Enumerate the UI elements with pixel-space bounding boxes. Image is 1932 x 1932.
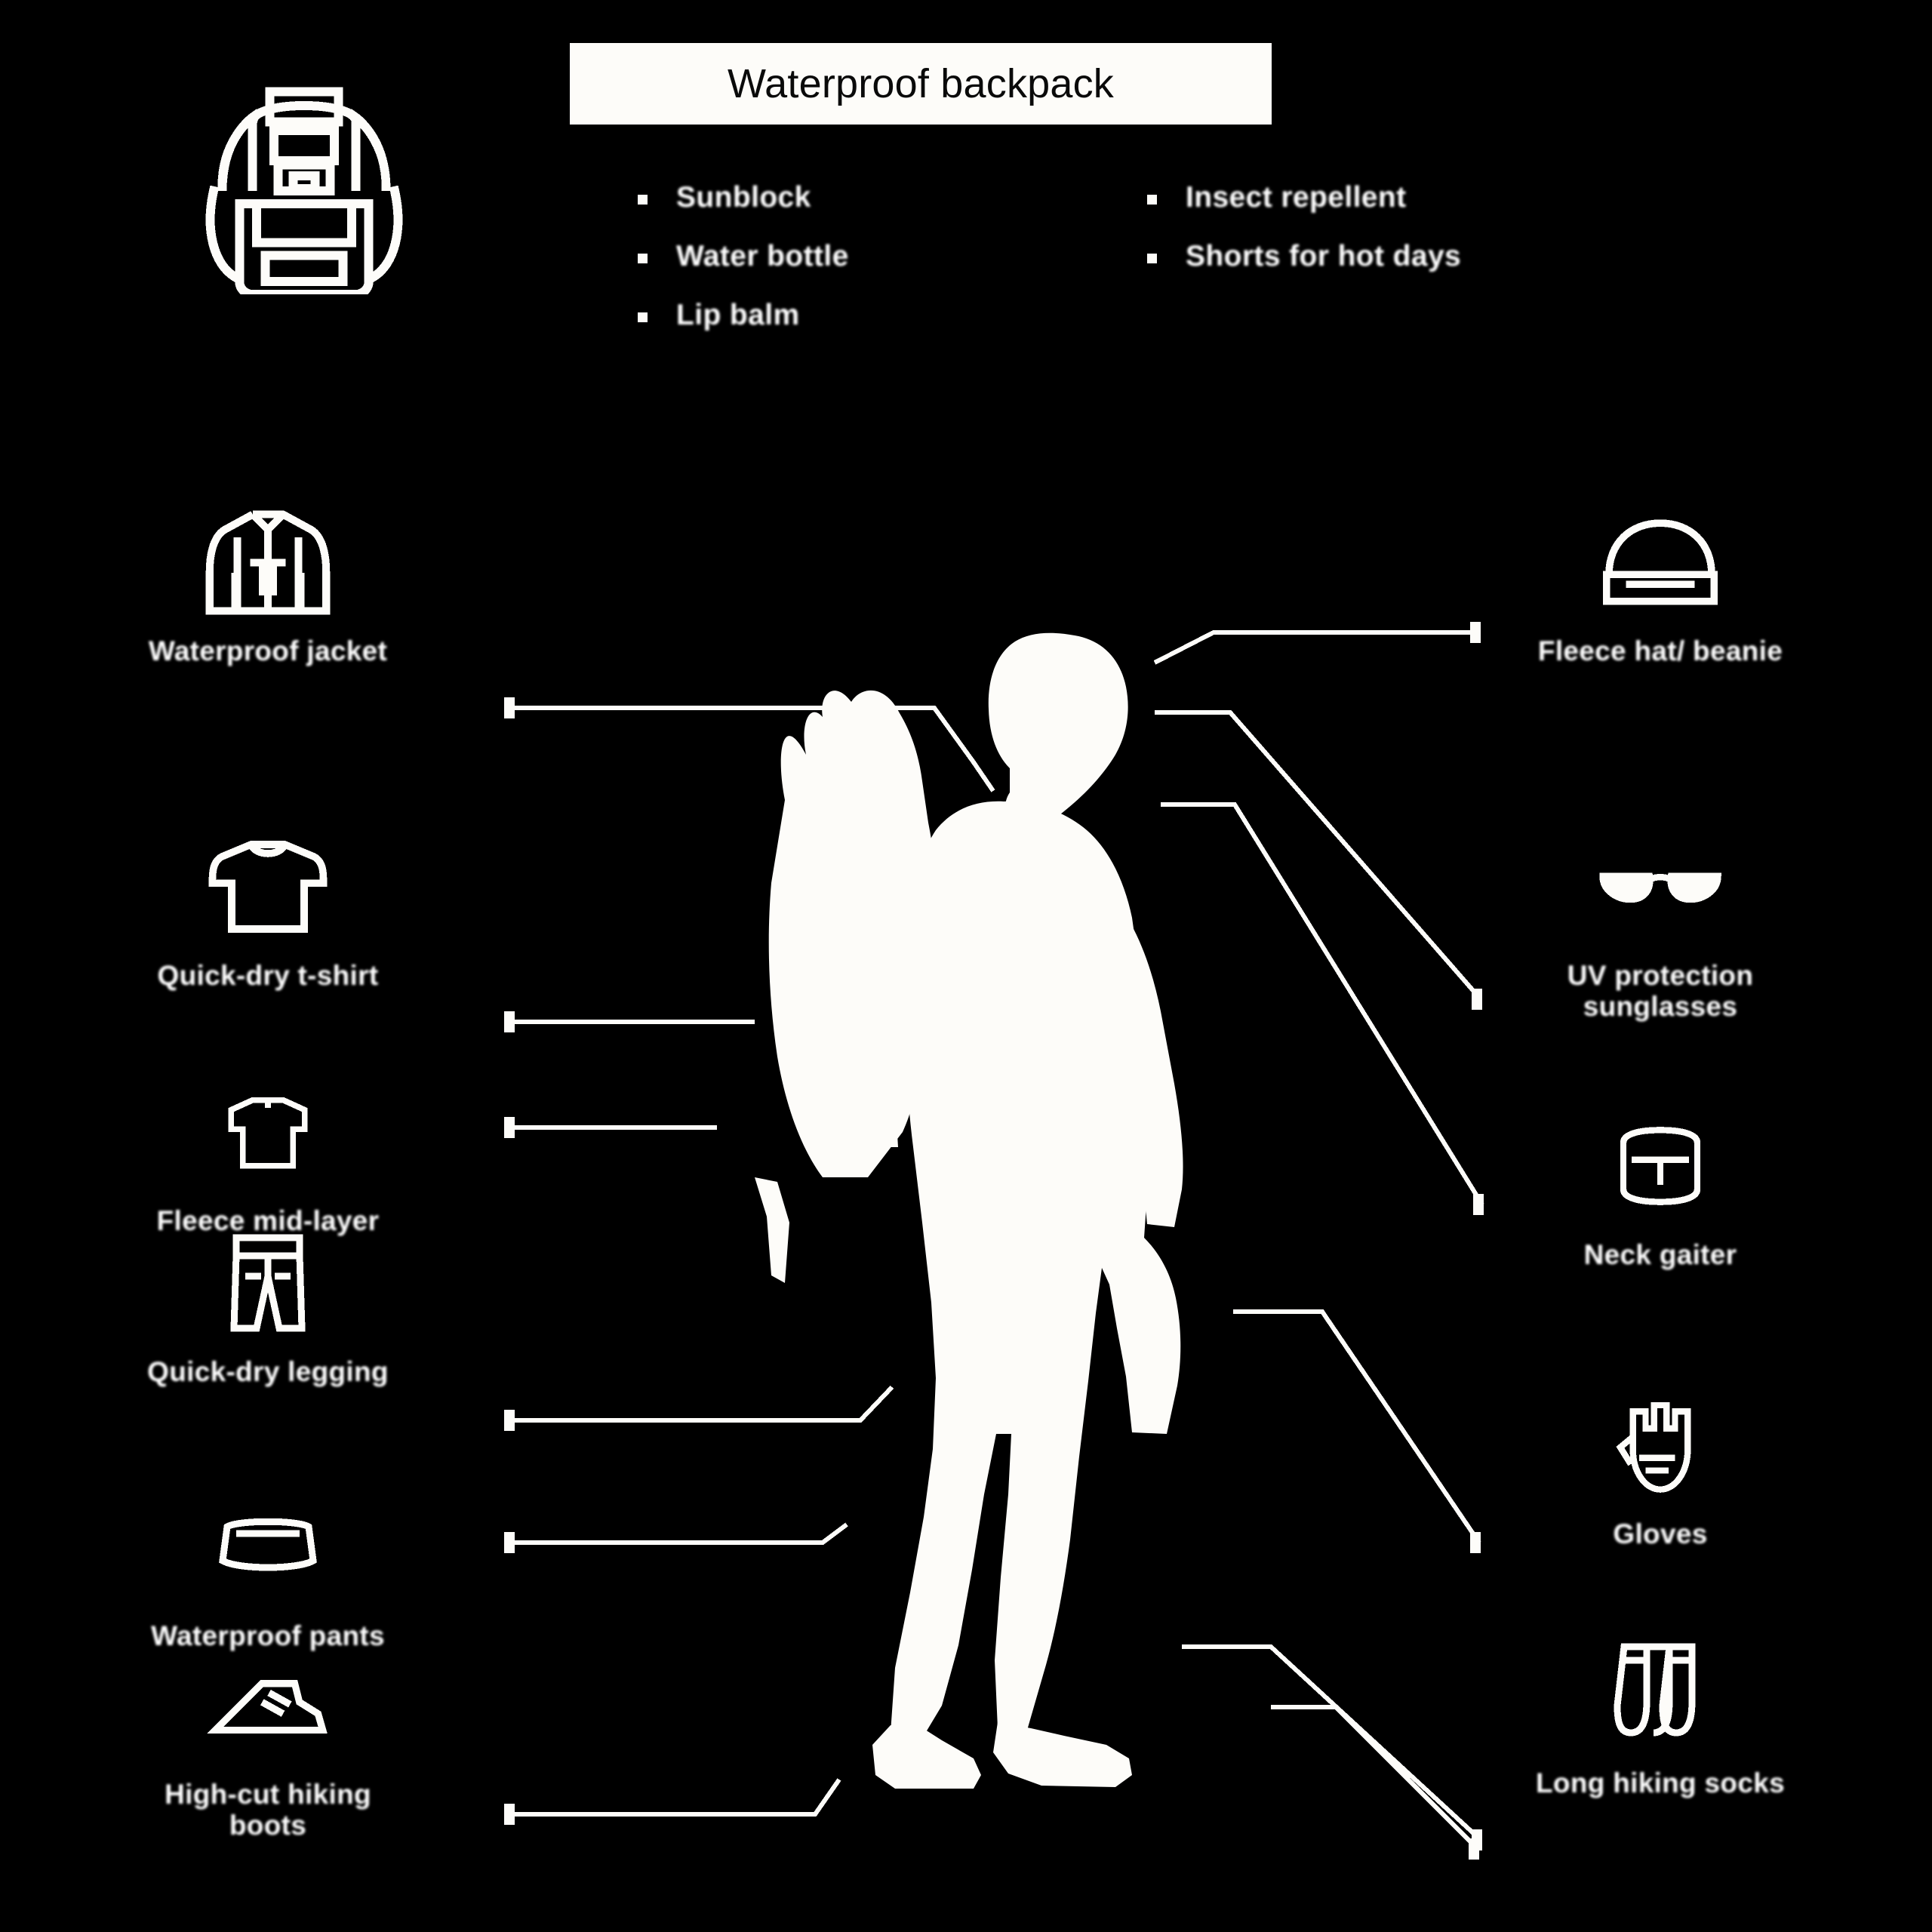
page-title: Waterproof backpack [570,43,1272,125]
list-item-label: Lip balm [676,299,800,331]
checklist-left-column: Sunblock Water bottle Lip balm [638,181,849,332]
beanie-icon [1596,498,1724,626]
bullet-dot-icon [638,195,648,205]
sunglasses-icon [1596,823,1724,951]
item-uv-protection-sunglasses: UV protection sunglasses [1536,823,1785,1023]
tshirt-icon [204,823,332,951]
list-item: Shorts for hot days [1147,240,1461,273]
item-label: UV protection sunglasses [1567,960,1754,1023]
item-label: High-cut hiking boots [165,1779,371,1841]
neck-gaiter-icon [1596,1102,1724,1230]
backpack-icon [195,53,414,299]
legging-icon [204,1219,332,1347]
midlayer-icon [204,1068,332,1196]
item-quick-dry-tshirt: Quick-dry t-shirt [143,823,392,991]
item-label: Quick-dry t-shirt [157,960,379,991]
list-item-label: Insect repellent [1186,181,1407,214]
list-item: Lip balm [638,299,849,332]
item-fleece-mid-layer: Fleece mid-layer [143,1068,392,1236]
item-long-hiking-socks: Long hiking socks [1536,1630,1785,1798]
list-item: Insect repellent [1147,181,1461,214]
list-item-label: Sunblock [676,181,811,214]
jacket-icon [204,498,332,626]
item-neck-gaiter: Neck gaiter [1536,1102,1785,1270]
item-quick-dry-legging: Quick-dry legging [143,1219,392,1387]
page-title-text: Waterproof backpack [727,61,1115,106]
item-label: Neck gaiter [1583,1239,1737,1270]
item-gloves: Gloves [1536,1381,1785,1549]
pants-icon [204,1483,332,1611]
item-waterproof-pants: Waterproof pants [143,1483,392,1651]
bullet-dot-icon [638,312,648,322]
item-waterproof-jacket: Waterproof jacket [143,498,392,666]
checklist-right-column: Insect repellent Shorts for hot days [1147,181,1461,273]
bullet-dot-icon [1147,254,1157,263]
item-label: Long hiking socks [1536,1767,1785,1798]
bullet-dot-icon [1147,195,1157,205]
list-item: Water bottle [638,240,849,273]
gloves-icon [1596,1381,1724,1509]
item-label: Fleece mid-layer [156,1205,380,1236]
boot-icon [204,1641,332,1770]
item-label: Fleece hat/ beanie [1537,635,1783,666]
list-item-label: Shorts for hot days [1186,240,1462,272]
item-fleece-hat-beanie: Fleece hat/ beanie [1536,498,1785,666]
item-high-cut-hiking-boots: High-cut hiking boots [143,1641,392,1841]
item-label: Waterproof jacket [148,635,388,666]
item-label: Quick-dry legging [147,1356,389,1387]
socks-icon [1596,1630,1724,1758]
list-item-label: Water bottle [676,240,849,272]
item-label: Waterproof pants [151,1620,385,1651]
bullet-dot-icon [638,254,648,263]
item-label: Gloves [1613,1518,1708,1549]
list-item: Sunblock [638,181,849,214]
